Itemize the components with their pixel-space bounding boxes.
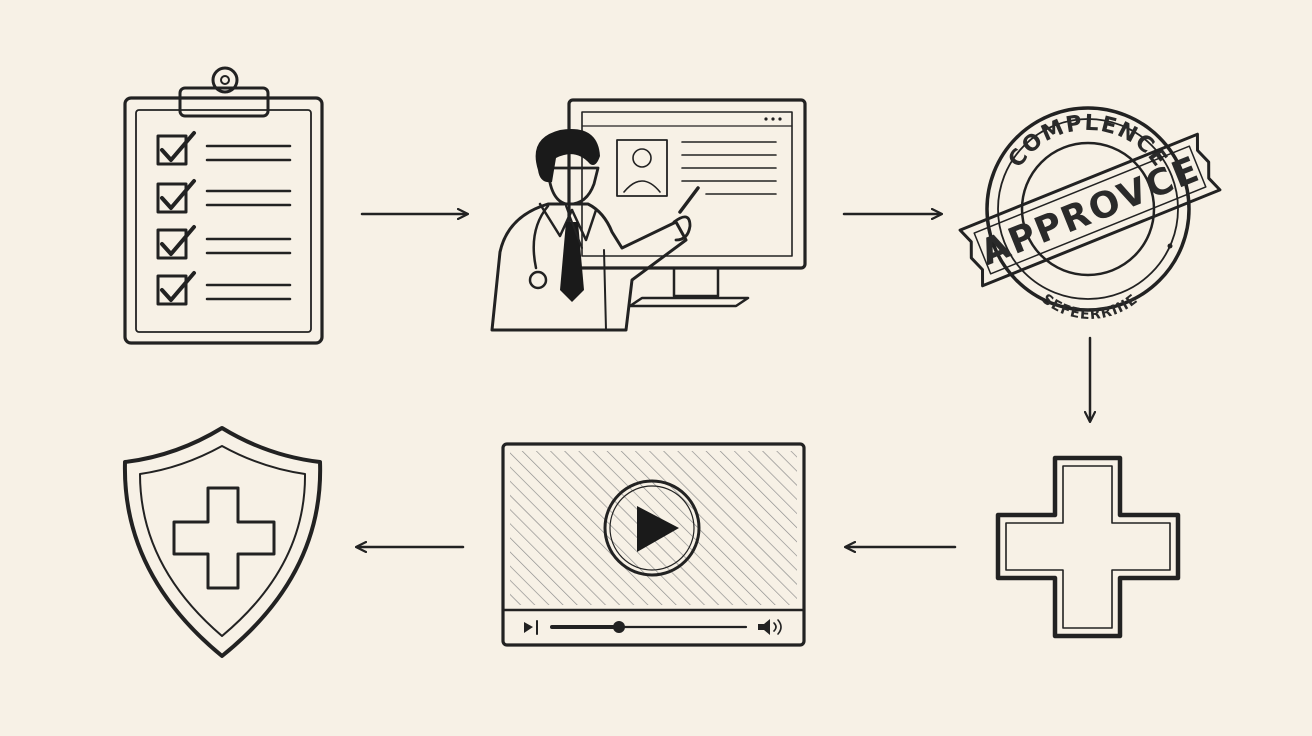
volume-icon[interactable] <box>758 619 782 635</box>
stamp-bottom-text: SEFEERRIIIE <box>1039 291 1141 323</box>
checklist-items <box>156 131 292 306</box>
video-player-icon <box>501 442 806 647</box>
doctor-presenting-monitor-icon <box>490 98 807 332</box>
seek-handle[interactable] <box>613 621 625 633</box>
checkbox-checked-icon <box>156 271 196 306</box>
play-small-icon[interactable] <box>524 622 533 633</box>
play-icon <box>637 506 679 552</box>
approved-stamp-icon: COMPLENCE SEFEERRIIIE APPROVCE <box>958 106 1222 323</box>
monitor-icon <box>567 98 807 308</box>
shield-medical-cross-icon <box>122 426 323 658</box>
doctor-figure-icon <box>490 129 700 332</box>
checkbox-checked-icon <box>156 179 196 214</box>
checkbox-checked-icon <box>156 131 196 166</box>
video-controls <box>524 619 782 635</box>
stamp-banner: APPROVCE <box>958 132 1222 288</box>
clipboard-checklist-icon <box>123 66 324 345</box>
medical-cross-icon <box>995 455 1181 639</box>
play-button[interactable] <box>603 479 701 577</box>
checkbox-checked-icon <box>156 225 196 260</box>
